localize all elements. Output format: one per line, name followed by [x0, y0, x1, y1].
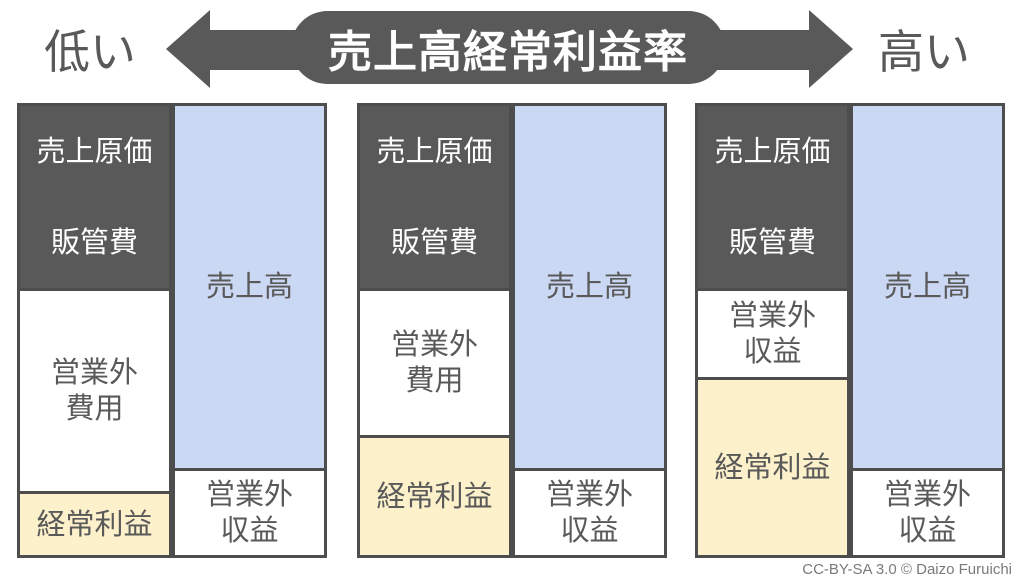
cost-column: 売上原価 販管費 営業外 収益 経常利益 — [695, 103, 850, 558]
non-operating-income-section: 営業外 収益 — [515, 468, 664, 555]
ordinary-profit-section: 経常利益 — [698, 377, 847, 555]
ordinary-profit-label: 経常利益 — [36, 508, 153, 541]
ordinary-profit-label: 経常利益 — [714, 451, 831, 484]
profit-structure-group-low: 売上原価 販管費 営業外 費用 経常利益 売上高 営業外 収益 — [17, 103, 327, 558]
profit-structure-group-high: 売上原価 販管費 営業外 収益 経常利益 売上高 営業外 収益 — [695, 103, 1005, 558]
non-operating-income-line1: 営業外 — [728, 300, 816, 332]
ordinary-profit-label: 経常利益 — [376, 480, 493, 513]
sales-column: 売上高 営業外 収益 — [172, 103, 327, 558]
arrow-right-head-icon — [809, 10, 853, 88]
non-operating-income-line1: 営業外 — [205, 479, 293, 511]
sales-section: 売上高 — [853, 106, 1002, 468]
sga-label: 販管費 — [728, 226, 816, 259]
non-operating-income-line2: 収益 — [743, 336, 802, 368]
sales-section: 売上高 — [175, 106, 324, 468]
profit-structure-group-medium: 売上原価 販管費 営業外 費用 経常利益 売上高 営業外 収益 — [357, 103, 667, 558]
sga-label: 販管費 — [50, 226, 138, 259]
ordinary-profit-section: 経常利益 — [360, 435, 509, 555]
sga-label: 販管費 — [390, 226, 478, 259]
cogs-label: 売上原価 — [714, 135, 831, 168]
cogs-sga-section: 売上原価 販管費 — [20, 106, 169, 288]
arrow-title-pill: 売上高経常利益率 — [291, 11, 725, 84]
cogs-sga-section: 売上原価 販管費 — [360, 106, 509, 288]
non-operating-expense-line2: 費用 — [405, 365, 464, 397]
cogs-sga-section: 売上原価 販管費 — [698, 106, 847, 288]
non-operating-income-line2: 収益 — [560, 515, 619, 547]
non-operating-income-line1: 営業外 — [883, 479, 971, 511]
ordinary-profit-section: 経常利益 — [20, 491, 169, 555]
sales-label: 売上高 — [545, 271, 633, 303]
sales-column: 売上高 営業外 収益 — [850, 103, 1005, 558]
low-label: 低い — [44, 26, 136, 78]
license-attribution: CC-BY-SA 3.0 © Daizo Furuichi — [802, 561, 1012, 578]
cost-column: 売上原価 販管費 営業外 費用 経常利益 — [17, 103, 172, 558]
non-operating-income-line2: 収益 — [898, 515, 957, 547]
non-operating-income-upper-section: 営業外 収益 — [698, 288, 847, 377]
high-label: 高い — [878, 26, 970, 78]
sales-section: 売上高 — [515, 106, 664, 468]
cogs-label: 売上原価 — [376, 135, 493, 168]
non-operating-expense-line1: 営業外 — [50, 357, 138, 389]
non-operating-income-line1: 営業外 — [545, 479, 633, 511]
sales-label: 売上高 — [205, 271, 293, 303]
diagram-title: 売上高経常利益率 — [328, 27, 688, 77]
cogs-label: 売上原価 — [36, 135, 153, 168]
non-operating-income-line2: 収益 — [220, 515, 279, 547]
sales-label: 売上高 — [883, 271, 971, 303]
non-operating-expense-section: 営業外 費用 — [20, 288, 169, 491]
non-operating-income-section: 営業外 収益 — [853, 468, 1002, 555]
sales-column: 売上高 営業外 収益 — [512, 103, 667, 558]
non-operating-expense-section: 営業外 費用 — [360, 288, 509, 435]
arrow-left-head-icon — [166, 10, 210, 88]
cost-column: 売上原価 販管費 営業外 費用 経常利益 — [357, 103, 512, 558]
non-operating-expense-line2: 費用 — [65, 393, 124, 425]
non-operating-expense-line1: 営業外 — [390, 329, 478, 361]
non-operating-income-section: 営業外 収益 — [175, 468, 324, 555]
